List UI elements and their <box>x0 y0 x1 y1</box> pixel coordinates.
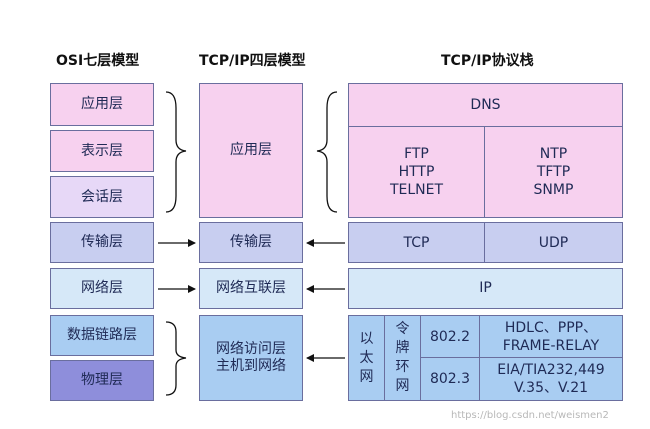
udp-label: UDP <box>538 234 569 251</box>
tcpip-application-layer: 应用层 <box>199 83 303 218</box>
osi-presentation-layer: 表示层 <box>50 130 154 172</box>
header-tcpip-4layer: TCP/IP四层模型 <box>199 53 306 69</box>
header-osi: OSI七层模型 <box>56 53 140 69</box>
ieee-802-2-label: 802.2 <box>421 316 480 358</box>
ethernet-label: 以 太 网 <box>349 316 385 400</box>
ntp-tftp-snmp-label: NTP TFTP SNMP <box>533 146 574 198</box>
tcpip-internet-layer: 网络互联层 <box>199 268 303 309</box>
dns-label: DNS <box>349 84 622 127</box>
eia-tia-v35-label: EIA/TIA232,449 V.35、V.21 <box>497 362 605 396</box>
osi-network-layer: 网络层 <box>50 268 154 309</box>
app-protocols-block: DNS FTP HTTP TELNET NTP TFTP SNMP <box>348 83 623 218</box>
header-tcpip-stack: TCP/IP协议栈 <box>441 53 534 69</box>
hdlc-ppp-frame-relay-label: HDLC、PPP、 FRAME-RELAY <box>480 316 622 358</box>
osi-session-layer: 会话层 <box>50 176 154 218</box>
ftp-http-telnet-label: FTP HTTP TELNET <box>349 127 485 217</box>
token-ring-label: 令 牌 环 网 <box>385 316 421 400</box>
osi-datalink-layer: 数据链路层 <box>50 315 154 356</box>
transport-protocols-block: TCP UDP <box>348 222 623 263</box>
tcpip-network-access-layer: 网络访问层 主机到网络 <box>199 315 303 401</box>
osi-physical-layer: 物理层 <box>50 360 154 401</box>
ieee-802-3-label: 802.3 <box>421 358 480 400</box>
osi-transport-layer: 传输层 <box>50 222 154 263</box>
osi-application-layer: 应用层 <box>50 83 154 126</box>
brace-osi-upper-right <box>165 91 187 213</box>
tcpip-transport-layer: 传输层 <box>199 222 303 263</box>
link-protocols-block: 以 太 网 令 牌 环 网 802.2 802.3 HDLC、PPP、 FRAM… <box>348 315 623 401</box>
tcp-label: TCP <box>349 223 485 262</box>
ip-label: IP <box>348 268 623 309</box>
watermark: https://blog.csdn.net/weismen2 <box>451 410 609 421</box>
brace-app-protocols-left <box>316 91 338 213</box>
brace-osi-lower-right <box>165 321 187 396</box>
